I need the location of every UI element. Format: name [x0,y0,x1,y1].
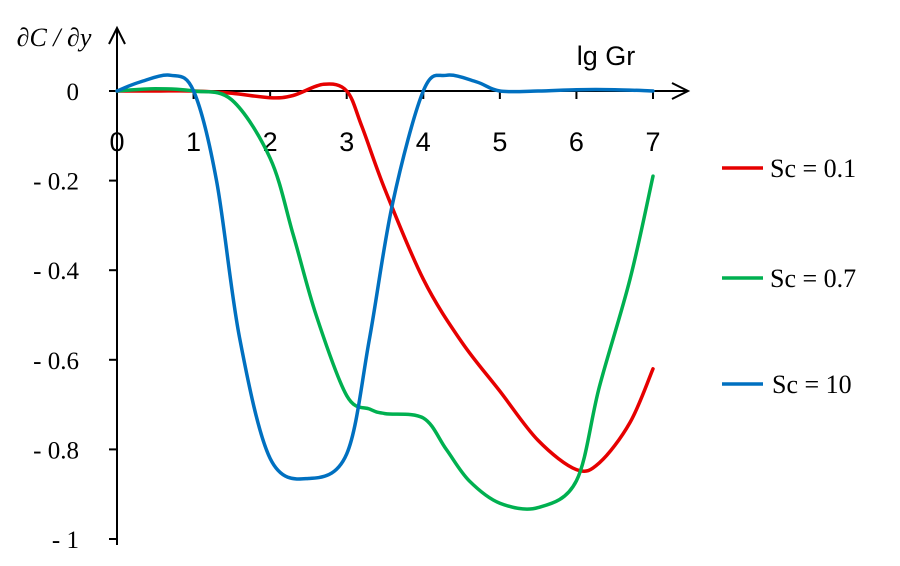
y-tick-label: - 0.8 [33,437,79,464]
series-line-sc-0-7 [115,87,655,511]
y-axis-title: ∂C / ∂y [17,23,92,52]
x-tick-label: 7 [645,127,660,157]
legend-label-sc-0-1: Sc = 0.1 [770,154,856,183]
y-tick-label: - 1 [52,527,79,554]
legend: Sc = 0.1 Sc = 0.7 Sc = 10 [722,154,856,399]
x-tick-label: 6 [569,127,584,157]
series-lines [115,73,655,511]
x-tick-label: 1 [186,127,201,157]
series-line-sc-0-1 [115,82,655,473]
legend-item-sc-0-7: Sc = 0.7 [722,264,856,293]
legend-label-sc-0-7: Sc = 0.7 [770,264,856,293]
x-tick-label: 2 [263,127,278,157]
y-tick-label: - 0.6 [33,348,79,375]
x-axis-arrow [671,82,691,100]
x-ticks: 0 1 2 3 4 5 6 7 [109,91,661,157]
y-tick-label: - 0.4 [33,258,79,285]
y-axis-arrow [108,25,126,45]
series-line-sc-10 [115,73,655,481]
y-ticks: 0 - 0.2 - 0.4 - 0.6 - 0.8 - 1 [33,79,117,554]
x-tick-label: 4 [416,127,431,157]
legend-item-sc-10: Sc = 10 [722,370,852,399]
x-tick-label: 3 [339,127,354,157]
legend-label-sc-10: Sc = 10 [772,370,852,399]
legend-item-sc-0-1: Sc = 0.1 [722,154,856,183]
y-tick-label: - 0.2 [33,169,79,196]
x-tick-label: 5 [492,127,507,157]
x-tick-label: 0 [109,127,124,157]
x-axis-title: lg Gr [577,41,636,71]
y-tick-label: 0 [67,79,80,106]
